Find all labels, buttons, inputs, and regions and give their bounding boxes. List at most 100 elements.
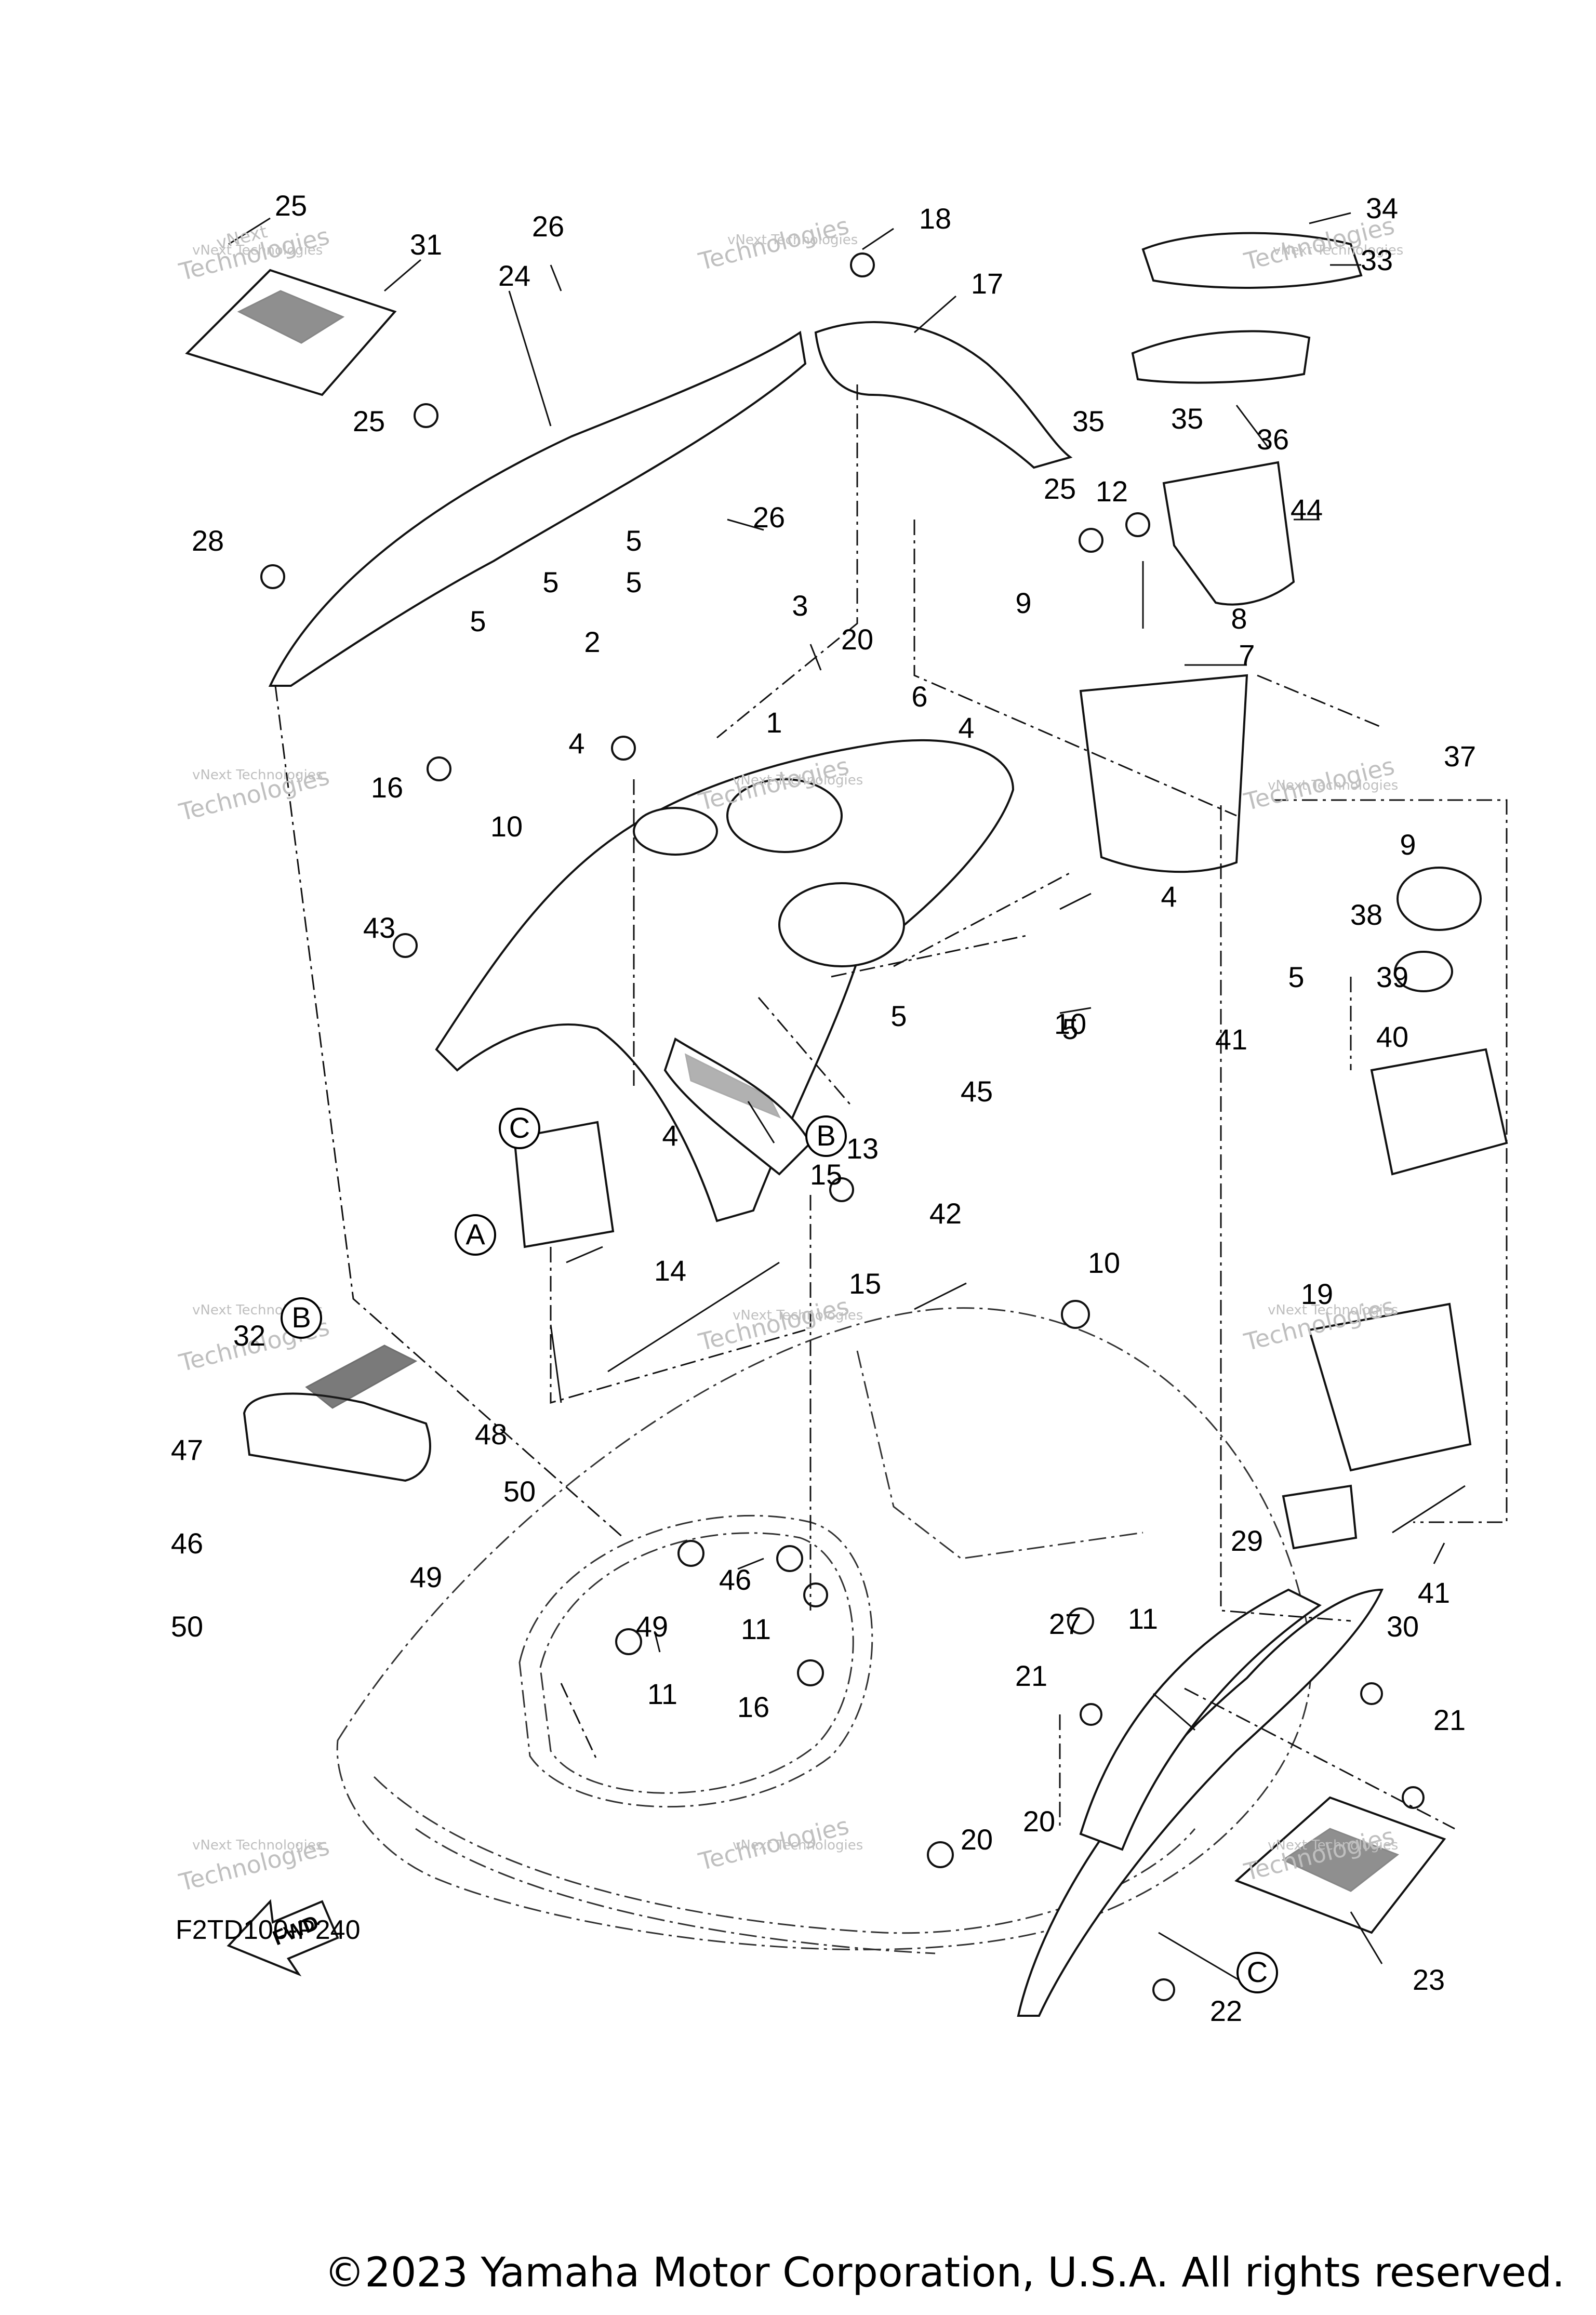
callout-15: 15 (849, 1267, 881, 1300)
svg-text:vNext Technologies: vNext Technologies (1268, 1302, 1398, 1318)
svg-text:vNext Technologies: vNext Technologies (1268, 778, 1398, 793)
box-44 (1162, 461, 1295, 606)
callout-47: 47 (171, 1433, 203, 1466)
callout-20: 20 (961, 1823, 993, 1856)
svg-text:vNext Technologies: vNext Technologies (733, 1308, 863, 1323)
callout-9: 9 (1015, 587, 1031, 619)
callout-11: 11 (1128, 1602, 1158, 1635)
callout-4: 4 (1161, 880, 1177, 913)
callout-5: 5 (1062, 1013, 1078, 1045)
callout-19: 19 (1301, 1278, 1333, 1310)
callout-b: B (291, 1301, 311, 1334)
callout-5: 5 (1288, 961, 1304, 993)
svg-text:vNext Technologies: vNext Technologies (733, 1838, 863, 1853)
callout-49: 49 (410, 1561, 442, 1593)
callout-39: 39 (1376, 961, 1408, 993)
callout-30: 30 (1387, 1610, 1419, 1643)
callout-2: 2 (584, 626, 600, 658)
callout-31: 31 (410, 228, 442, 261)
lid-33 (1141, 232, 1363, 289)
plate-31 (185, 269, 397, 396)
callout-11: 11 (647, 1678, 677, 1710)
callout-4: 4 (662, 1119, 678, 1152)
callout-b: B (816, 1119, 835, 1152)
reference-circle-b (805, 1115, 847, 1157)
svg-text:vNext Technologies: vNext Technologies (192, 243, 323, 258)
callout-34: 34 (1366, 192, 1398, 224)
svg-text:vNext Technologies: vNext Technologies (192, 1838, 323, 1853)
cap-assembly (1282, 867, 1508, 1550)
callout-35: 35 (1171, 402, 1203, 435)
callout-15: 15 (810, 1158, 842, 1191)
svg-text:vNext Technologies: vNext Technologies (727, 232, 858, 248)
callout-23: 23 (1413, 1963, 1445, 1996)
callout-10: 10 (1054, 1007, 1086, 1040)
callout-c: C (1247, 1955, 1268, 1988)
reference-circle-b (281, 1297, 322, 1339)
callout-50: 50 (503, 1475, 536, 1508)
callout-36: 36 (1257, 423, 1289, 456)
callout-12: 12 (1096, 475, 1128, 508)
callout-5: 5 (626, 524, 642, 557)
strap-48 (305, 1345, 418, 1409)
callout-5: 5 (470, 605, 486, 637)
callout-13: 13 (846, 1132, 879, 1165)
callout-25: 25 (275, 189, 307, 222)
callout-16: 16 (737, 1691, 769, 1723)
callout-24: 24 (498, 259, 530, 292)
callout-44: 44 (1291, 493, 1323, 526)
callout-22: 22 (1210, 1994, 1242, 2027)
lid-36 (1131, 330, 1311, 384)
tube-47 (243, 1392, 431, 1482)
callout-37: 37 (1444, 740, 1476, 773)
bracket-14 (513, 1121, 615, 1248)
figure-code: F2TD100-P240 (176, 1915, 361, 1945)
callout-17: 17 (971, 267, 1003, 300)
callout-35: 35 (1072, 405, 1105, 437)
leader-lines (228, 212, 1466, 1986)
reference-circle-a (455, 1214, 496, 1256)
svg-text:vNext Technologies: vNext Technologies (1268, 1838, 1398, 1853)
callout-7: 7 (1239, 638, 1255, 671)
callout-25: 25 (1044, 472, 1076, 505)
callout-46: 46 (171, 1527, 203, 1560)
reference-circle-c (1236, 1952, 1278, 1993)
callout-42: 42 (929, 1197, 962, 1230)
callout-49: 49 (636, 1610, 668, 1643)
svg-text:vNext Technologies: vNext Technologies (733, 773, 863, 788)
callout-28: 28 (192, 524, 224, 557)
callout-10: 10 (490, 810, 523, 843)
callout-6: 6 (911, 680, 927, 713)
callout-41: 41 (1215, 1023, 1247, 1056)
hull-outline (336, 1307, 1312, 1954)
callout-38: 38 (1350, 898, 1382, 931)
callout-5: 5 (542, 566, 558, 598)
panel-17 (814, 321, 1073, 469)
fasteners (260, 252, 1425, 2001)
callout-29: 29 (1231, 1524, 1263, 1557)
callout-26: 26 (753, 501, 785, 534)
callout-33: 33 (1361, 244, 1393, 276)
callout-14: 14 (654, 1254, 686, 1287)
callout-1: 1 (766, 706, 782, 739)
callout-18: 18 (919, 202, 951, 235)
callout-21: 21 (1015, 1659, 1047, 1692)
callout-40: 40 (1376, 1020, 1408, 1053)
callout-20: 20 (841, 623, 873, 656)
callout-21: 21 (1433, 1704, 1466, 1736)
callout-10: 10 (1088, 1246, 1120, 1279)
callout-43: 43 (363, 911, 395, 944)
callout-45: 45 (961, 1075, 993, 1108)
callout-50: 50 (171, 1610, 203, 1643)
copyright-notice: ©2023 Yamaha Motor Corporation, U.S.A. A… (324, 2250, 1565, 2296)
callout-4: 4 (958, 711, 974, 744)
callout-46: 46 (719, 1563, 751, 1596)
callout-20: 20 (1023, 1805, 1055, 1838)
callout-5: 5 (890, 1000, 907, 1032)
cover-24 (268, 330, 807, 687)
connector-lines (274, 384, 1508, 1830)
callout-c: C (509, 1111, 530, 1144)
deck-part-1 (435, 739, 1015, 1222)
callout-3: 3 (792, 589, 808, 622)
